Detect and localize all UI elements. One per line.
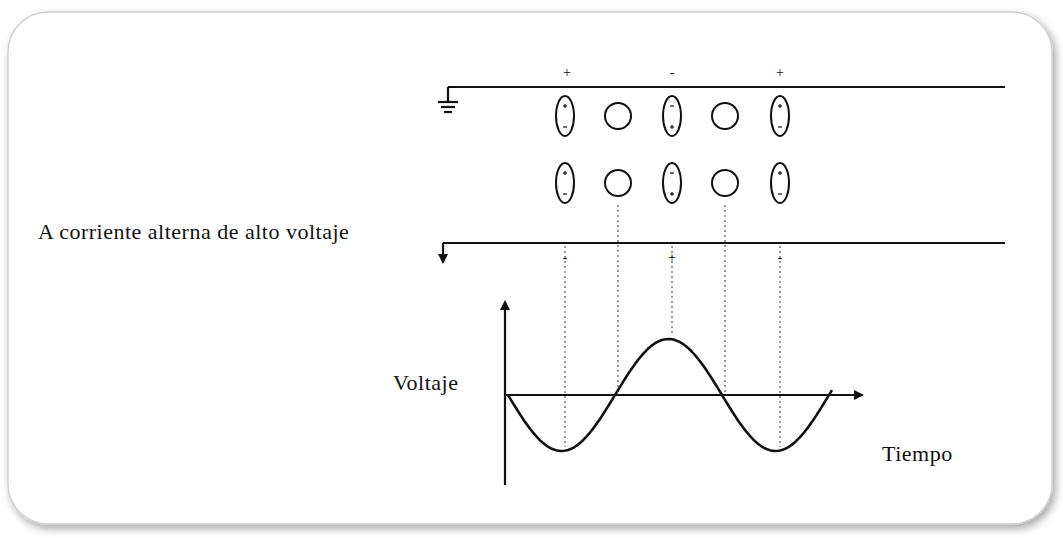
sine-wave [508, 339, 832, 451]
bottom-plate [443, 242, 1005, 244]
polarity-sign: + [563, 65, 571, 81]
top-plate [448, 86, 1005, 88]
frame [8, 12, 1052, 524]
axis-label: Tiempo [882, 441, 953, 466]
supply-arrow [442, 243, 444, 262]
axes [505, 302, 862, 485]
polarity-sign: - [563, 250, 568, 266]
guide-lines [565, 205, 780, 447]
ground-symbol [438, 87, 458, 112]
axis-label: Voltaje [393, 370, 458, 395]
polarity-sign: - [670, 65, 675, 81]
dipoles [556, 96, 789, 203]
polarity-sign: + [668, 250, 676, 266]
polarity-sign: - [778, 250, 783, 266]
polarity-sign: + [776, 65, 784, 81]
supply-label: A corriente alterna de alto voltaje [38, 218, 410, 247]
